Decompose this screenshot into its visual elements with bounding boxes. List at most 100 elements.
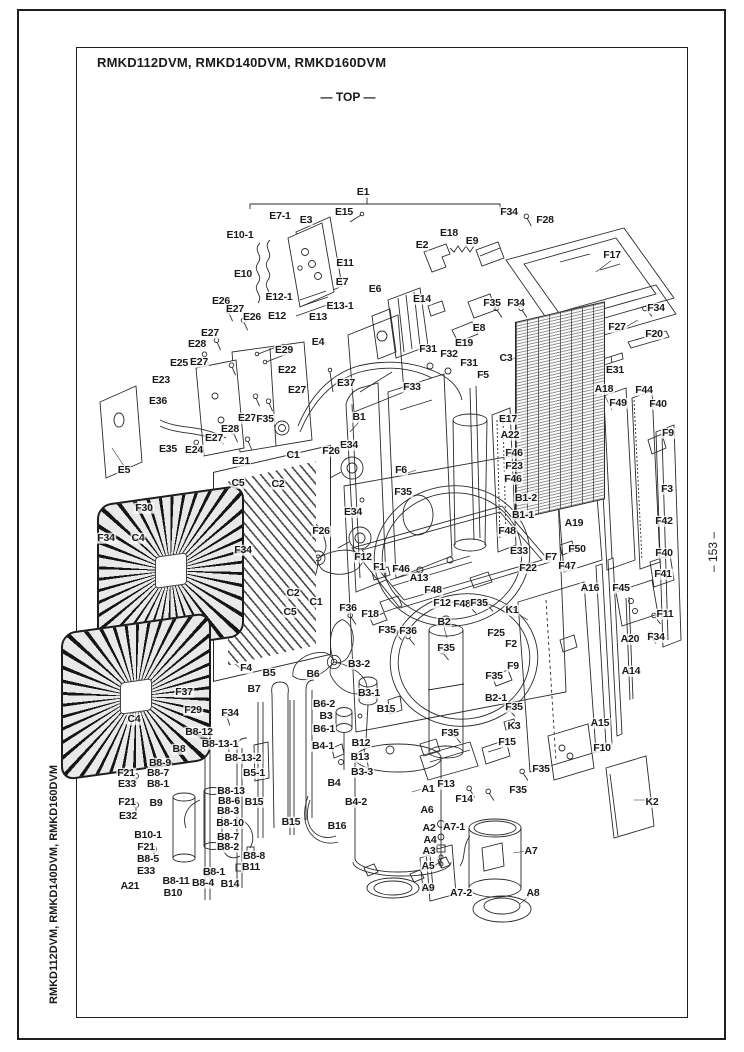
part-label-b6-2: B6-2	[312, 697, 336, 710]
part-label-f3: F3	[660, 482, 674, 495]
part-label-b8-12: B8-12	[184, 725, 214, 738]
part-label-b1-2: B1-2	[514, 491, 538, 504]
part-label-b8-8: B8-8	[242, 849, 266, 862]
part-label-f15: F15	[497, 735, 517, 748]
part-label-c5: C5	[230, 476, 246, 489]
part-label-f10: F10	[592, 741, 612, 754]
part-label-e33: E33	[508, 544, 530, 557]
part-label-e9: E9	[464, 234, 480, 247]
part-label-e12-1: E12-1	[264, 290, 294, 303]
part-label-b8-13-1: B8-13-1	[200, 737, 240, 750]
part-label-e21: E21	[230, 454, 252, 467]
part-label-f21: F21	[117, 795, 137, 808]
part-label-f35: F35	[393, 485, 413, 498]
part-label-b8-7: B8-7	[216, 830, 240, 843]
part-label-f35: F35	[255, 412, 275, 425]
part-label-e27: E27	[188, 355, 210, 368]
part-label-f50: F50	[567, 542, 587, 555]
part-label-c2: C2	[285, 586, 301, 599]
part-label-f18: F18	[360, 607, 380, 620]
part-label-f34: F34	[96, 531, 116, 544]
top-orientation-marker: — TOP —	[320, 90, 376, 104]
part-label-e28: E28	[186, 337, 208, 350]
part-label-b3-2: B3-2	[347, 657, 371, 670]
part-label-f35: F35	[531, 762, 551, 775]
part-label-e8: E8	[471, 321, 487, 334]
part-label-e14: E14	[411, 292, 433, 305]
part-label-a9: A9	[420, 881, 436, 894]
part-label-a5: A5	[420, 859, 436, 872]
part-label-f35: F35	[508, 783, 528, 796]
part-label-f6: F6	[394, 463, 408, 476]
part-label-b10-1: B10-1	[133, 828, 163, 841]
part-label-e13: E13	[307, 310, 329, 323]
part-label-f37: F37	[174, 685, 194, 698]
part-label-e10-1: E10-1	[225, 228, 255, 241]
part-label-b8-13-2: B8-13-2	[223, 751, 263, 764]
part-label-b14: B14	[219, 877, 241, 890]
part-label-b1-1: B1-1	[511, 508, 535, 521]
part-label-e33: E33	[135, 864, 157, 877]
part-label-e34: E34	[338, 438, 360, 451]
part-label-b3-3: B3-3	[350, 765, 374, 778]
part-label-e3: E3	[298, 213, 314, 226]
part-label-b15: B15	[375, 702, 397, 715]
part-label-c1: C1	[285, 448, 301, 461]
part-label-b6: B6	[305, 667, 321, 680]
part-label-b10: B10	[162, 886, 184, 899]
part-label-b8-4: B8-4	[191, 876, 215, 889]
part-label-e7-1: E7-1	[268, 209, 292, 222]
part-label-a1: A1	[420, 782, 436, 795]
part-label-f34: F34	[220, 706, 240, 719]
part-label-e31: E31	[604, 363, 626, 376]
part-label-e1: E1	[355, 185, 371, 198]
part-label-f23: F23	[504, 459, 524, 472]
part-label-f34: F34	[646, 301, 666, 314]
part-label-e5: E5	[116, 463, 132, 476]
part-label-b16: B16	[326, 819, 348, 832]
part-label-a3: A3	[421, 844, 437, 857]
part-label-f40: F40	[654, 546, 674, 559]
part-label-b4-1: B4-1	[311, 739, 335, 752]
part-label-e27: E27	[236, 411, 258, 424]
part-label-a7: A7	[523, 844, 539, 857]
part-label-f1: F1	[372, 560, 386, 573]
part-label-k2: K2	[644, 795, 660, 808]
part-label-b6-1: B6-1	[312, 722, 336, 735]
part-label-f25: F25	[486, 626, 506, 639]
part-label-b8-2: B8-2	[216, 840, 240, 853]
part-label-b5-1: B5-1	[242, 766, 266, 779]
part-label-e2: E2	[414, 238, 430, 251]
part-label-f9: F9	[506, 659, 520, 672]
part-label-e10: E10	[232, 267, 254, 280]
part-label-e27: E27	[286, 383, 308, 396]
part-label-k1: K1	[504, 603, 520, 616]
part-label-e26: E26	[210, 294, 232, 307]
part-label-f36: F36	[338, 601, 358, 614]
part-label-f47: F47	[557, 559, 577, 572]
part-label-f32: F32	[439, 347, 459, 360]
part-label-e27: E27	[203, 431, 225, 444]
part-label-f29: F29	[183, 703, 203, 716]
part-label-a20: A20	[619, 632, 641, 645]
part-label-c4: C4	[126, 712, 142, 725]
part-label-b13: B13	[349, 750, 371, 763]
part-label-e37: E37	[335, 376, 357, 389]
part-label-a21: A21	[119, 879, 141, 892]
part-label-k3: K3	[506, 719, 522, 732]
page-title: RMKD112DVM, RMKD140DVM, RMKD160DVM	[97, 55, 387, 70]
part-label-f14: F14	[454, 792, 474, 805]
center-cabinet-group	[297, 361, 551, 613]
part-label-f12: F12	[432, 596, 452, 609]
part-label-f48: F48	[497, 524, 517, 537]
part-label-f35: F35	[436, 641, 456, 654]
part-label-e29: E29	[273, 343, 295, 356]
part-label-e23: E23	[150, 373, 172, 386]
part-label-f12: F12	[353, 550, 373, 563]
part-label-f26: F26	[311, 524, 331, 537]
part-label-f20: F20	[644, 327, 664, 340]
part-label-b8-1: B8-1	[202, 865, 226, 878]
part-label-c5: C5	[282, 605, 298, 618]
part-label-b9: B9	[148, 796, 164, 809]
part-label-a7-2: A7-2	[449, 886, 473, 899]
